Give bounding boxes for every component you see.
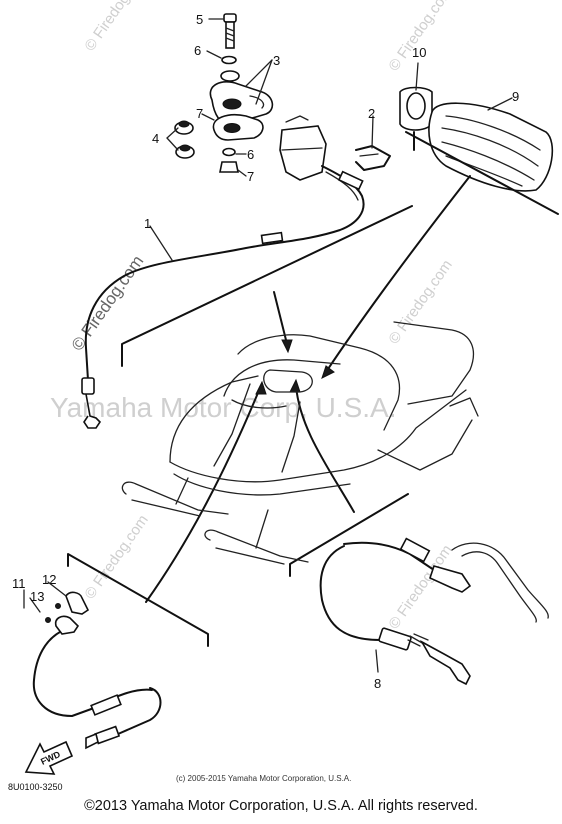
callout-6: 6 (247, 147, 254, 162)
callout-7: 7 (196, 106, 203, 121)
callout-6: 6 (194, 43, 201, 58)
callout-numbers: 1 2 3 4 5 6 6 7 7 8 9 10 11 12 13 (12, 12, 519, 691)
handle-grip-assembly (399, 62, 554, 192)
throttle-cable (81, 165, 365, 429)
throttle-lever-assembly (166, 13, 391, 181)
watermark-firedog: © Firedog.com (81, 0, 151, 54)
watermark-corp: Yamaha Motor Corp, U.S.A. (50, 392, 397, 423)
callout-12: 12 (42, 572, 56, 587)
watermark-firedog: © Firedog.com (68, 252, 148, 354)
callout-5: 5 (196, 12, 203, 27)
callout-1: 1 (144, 216, 151, 231)
footer-copyright: ©2013 Yamaha Motor Corporation, U.S.A. A… (84, 798, 478, 814)
watermark-firedog: © Firedog.com (385, 257, 455, 348)
callout-11: 11 (12, 576, 26, 591)
pointer-arrows (145, 175, 471, 603)
diagram-code: 8U0100-3250 (8, 782, 63, 792)
watermark-firedog: © Firedog.com (385, 0, 455, 74)
callout-3: 3 (273, 53, 280, 68)
watermark-firedog: © Firedog.com (81, 512, 151, 603)
fwd-arrow-icon (24, 740, 74, 775)
callout-2: 2 (368, 106, 375, 121)
callout-7: 7 (247, 169, 254, 184)
callout-8: 8 (374, 676, 381, 691)
small-copyright: (c) 2005-2015 Yamaha Motor Corporation, … (176, 774, 351, 783)
callout-10: 10 (412, 45, 426, 60)
stop-switch-cable-assembly: FWD (23, 581, 162, 775)
callout-13: 13 (30, 589, 44, 604)
snowmobile-illustration (121, 321, 479, 565)
callout-4: 4 (152, 131, 159, 146)
brake-cable-assembly (319, 537, 549, 686)
view-frames (67, 131, 559, 647)
callout-9: 9 (512, 89, 519, 104)
